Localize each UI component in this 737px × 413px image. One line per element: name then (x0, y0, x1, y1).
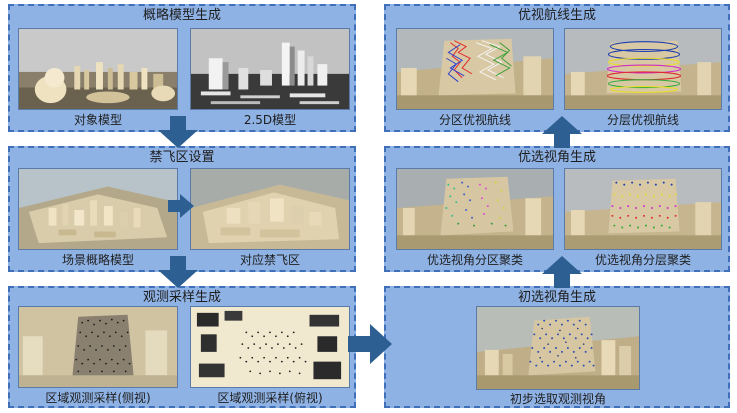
panel-observation-sampling: 观测采样生成 (8, 286, 356, 408)
partition-route-image (396, 28, 554, 110)
initial-view-image (476, 306, 640, 390)
object-model-image (18, 28, 178, 110)
panel-no-fly-zone: 禁飞区设置 场景概略模型 (8, 146, 356, 272)
arrow-down-1 (158, 116, 198, 148)
caption-no-fly-zone: 对应禁飞区 (239, 253, 300, 267)
panel-rough-model: 概略模型生成 对象模型 (8, 4, 356, 132)
arrow-up-2 (542, 116, 582, 148)
caption-preferred-view-layered: 优选视角分层聚类 (594, 253, 691, 267)
caption-25d-model: 2.5D模型 (243, 113, 297, 127)
observation-top-view-image (190, 306, 350, 388)
preferred-view-partition-image (396, 168, 554, 250)
observation-side-view-image (18, 306, 178, 388)
panel-title-observation-sampling: 观测采样生成 (142, 290, 221, 305)
caption-partition-route: 分区优视航线 (438, 113, 511, 127)
caption-object-model: 对象模型 (73, 113, 122, 127)
panel-title-initial-view: 初选视角生成 (517, 290, 596, 305)
panel-preferred-view: 优选视角生成 (384, 146, 730, 272)
scene-rough-model-image (18, 168, 178, 250)
panel-initial-view: 初选视角生成 (384, 286, 730, 408)
arrow-right-main (348, 324, 392, 364)
panel-optimal-route: 优视航线生成 分区优视航线 (384, 4, 730, 132)
no-fly-zone-image (190, 168, 350, 250)
preferred-view-layered-image (564, 168, 722, 250)
panel-title-rough-model: 概略模型生成 (142, 8, 221, 23)
caption-scene-rough-model: 场景概略模型 (61, 253, 134, 267)
caption-initial-view: 初步选取观测视角 (509, 392, 606, 406)
panel-title-preferred-view: 优选视角生成 (517, 150, 596, 165)
arrow-right-inner (168, 194, 194, 218)
arrow-down-2 (158, 256, 198, 288)
caption-observation-top-view: 区域观测采样(俯视) (217, 391, 323, 405)
caption-observation-side-view: 区域观测采样(侧视) (45, 391, 151, 405)
caption-preferred-view-partition: 优选视角分区聚类 (426, 253, 523, 267)
caption-layered-route: 分层优视航线 (606, 113, 679, 127)
layered-route-image (564, 28, 722, 110)
arrow-up-1 (542, 256, 582, 288)
25d-model-image (190, 28, 350, 110)
panel-title-optimal-route: 优视航线生成 (517, 8, 596, 23)
panel-title-no-fly-zone: 禁飞区设置 (149, 150, 215, 165)
